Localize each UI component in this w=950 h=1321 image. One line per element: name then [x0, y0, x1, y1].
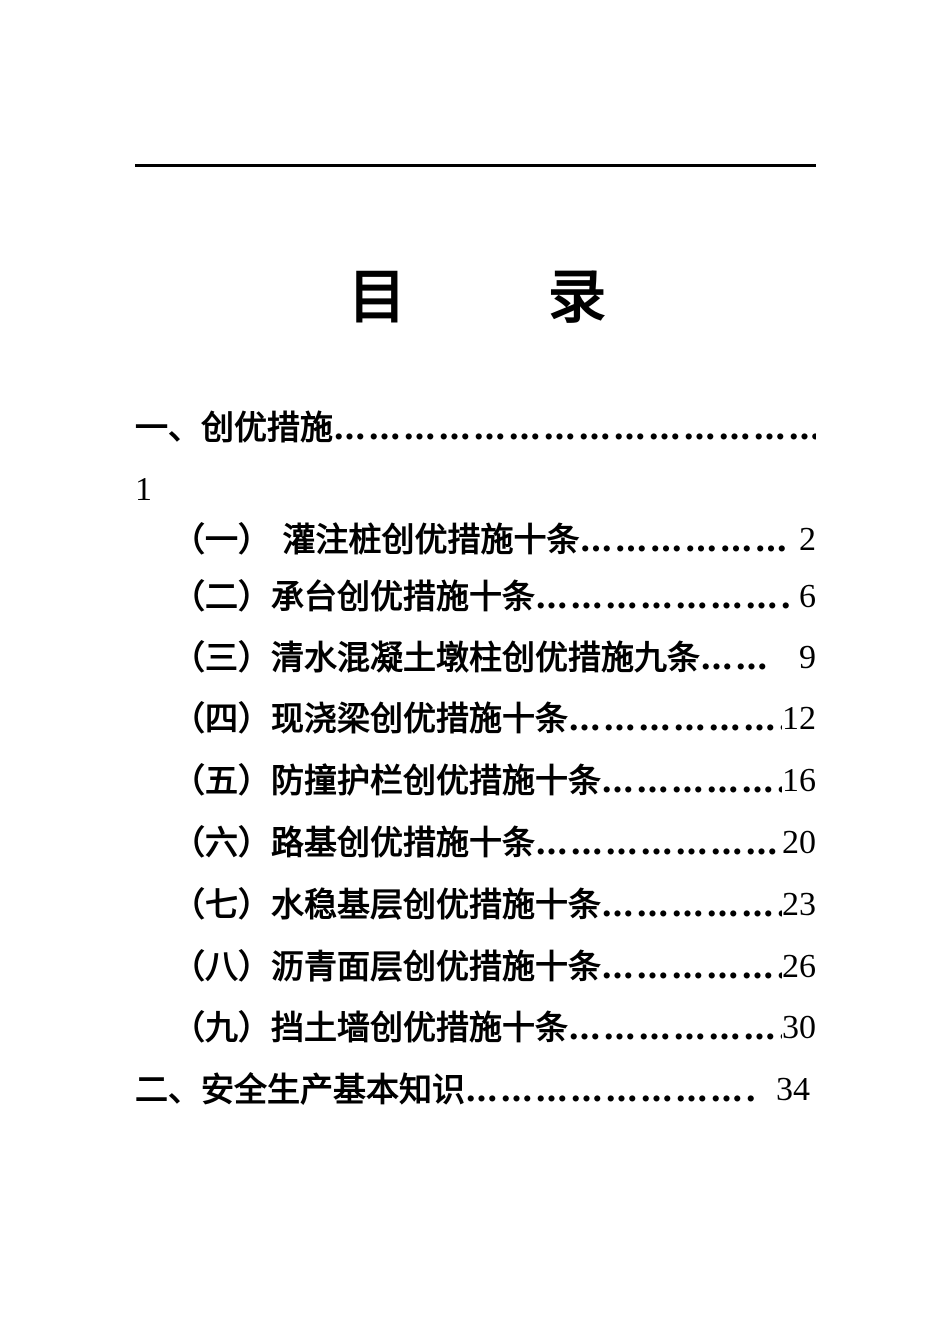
toc-section-2[interactable]: 二、安全生产基本知识 ……………………… 34: [135, 1065, 810, 1115]
toc-item-page: 16: [782, 762, 816, 799]
toc-item-page: 6: [799, 578, 816, 615]
toc-item-leader: ………………………: [601, 761, 782, 800]
toc-item-label: （三）清水混凝土墩柱创优措施九条: [172, 638, 700, 677]
page-title: 目 录: [0, 262, 950, 342]
toc-section-1-label: 一、创优措施: [135, 408, 333, 447]
toc-item-2[interactable]: （二）承台创优措施十条 ……………………… 6: [172, 572, 816, 622]
title-char-2: 录: [548, 263, 607, 331]
title-char-1: 目: [348, 263, 407, 331]
toc-section-2-label: 二、安全生产基本知识: [135, 1070, 465, 1109]
toc-item-leader: …………………………: [568, 1008, 782, 1047]
toc-item-page: 2: [799, 521, 816, 558]
toc-item-leader: ………………………: [601, 947, 782, 986]
toc-item-leader: ………………………: [535, 577, 791, 616]
toc-item-page: 23: [782, 886, 816, 923]
toc-item-page: 30: [782, 1009, 816, 1046]
toc-item-5[interactable]: （五）防撞护栏创优措施十条 ……………………… 16: [172, 756, 816, 806]
toc-item-label: （五）防撞护栏创优措施十条: [172, 761, 601, 800]
toc-item-page: 20: [782, 824, 816, 861]
toc-item-label: （四）现浇梁创优措施十条: [172, 699, 568, 738]
toc-item-leader: ………………………: [568, 699, 782, 738]
toc-item-label: （二）承台创优措施十条: [172, 577, 535, 616]
toc-item-leader: ……………………………: [535, 823, 782, 862]
toc-item-3[interactable]: （三）清水混凝土墩柱创优措施九条 …… 9: [172, 633, 816, 683]
header-rule: [135, 164, 816, 167]
toc-item-4[interactable]: （四）现浇梁创优措施十条 ……………………… 12: [172, 694, 816, 744]
toc-section-1[interactable]: 一、创优措施 ……………………………………: [135, 403, 816, 453]
toc-item-7[interactable]: （七）水稳基层创优措施十条 ……………………… 23: [172, 880, 816, 930]
toc-section-2-leader: ………………………: [465, 1070, 758, 1109]
toc-item-label: （六）路基创优措施十条: [172, 823, 535, 862]
toc-item-page: 12: [782, 700, 816, 737]
toc-item-8[interactable]: （八）沥青面层创优措施十条 ……………………… 26: [172, 942, 816, 992]
toc-section-2-page: 34: [776, 1071, 810, 1108]
toc-section-1-page: 1: [135, 471, 152, 508]
toc-item-label: （八）沥青面层创优措施十条: [172, 947, 601, 986]
toc-item-page: 9: [799, 639, 816, 676]
toc-item-1[interactable]: （一） 灌注桩创优措施十条 …………………… 2: [172, 515, 816, 565]
toc-item-label: （一） 灌注桩创优措施十条: [172, 520, 580, 559]
toc-item-leader: ………………………: [601, 885, 782, 924]
toc-item-9[interactable]: （九）挡土墙创优措施十条 ………………………… 30: [172, 1003, 816, 1053]
toc-section-1-leader: ……………………………………: [333, 408, 816, 447]
toc-item-label: （九）挡土墙创优措施十条: [172, 1008, 568, 1047]
toc-item-6[interactable]: （六）路基创优措施十条 …………………………… 20: [172, 818, 816, 868]
toc-item-leader: ……: [700, 638, 770, 677]
toc-item-leader: ……………………: [579, 520, 792, 559]
toc-item-label: （七）水稳基层创优措施十条: [172, 885, 601, 924]
toc-item-page: 26: [782, 948, 816, 985]
